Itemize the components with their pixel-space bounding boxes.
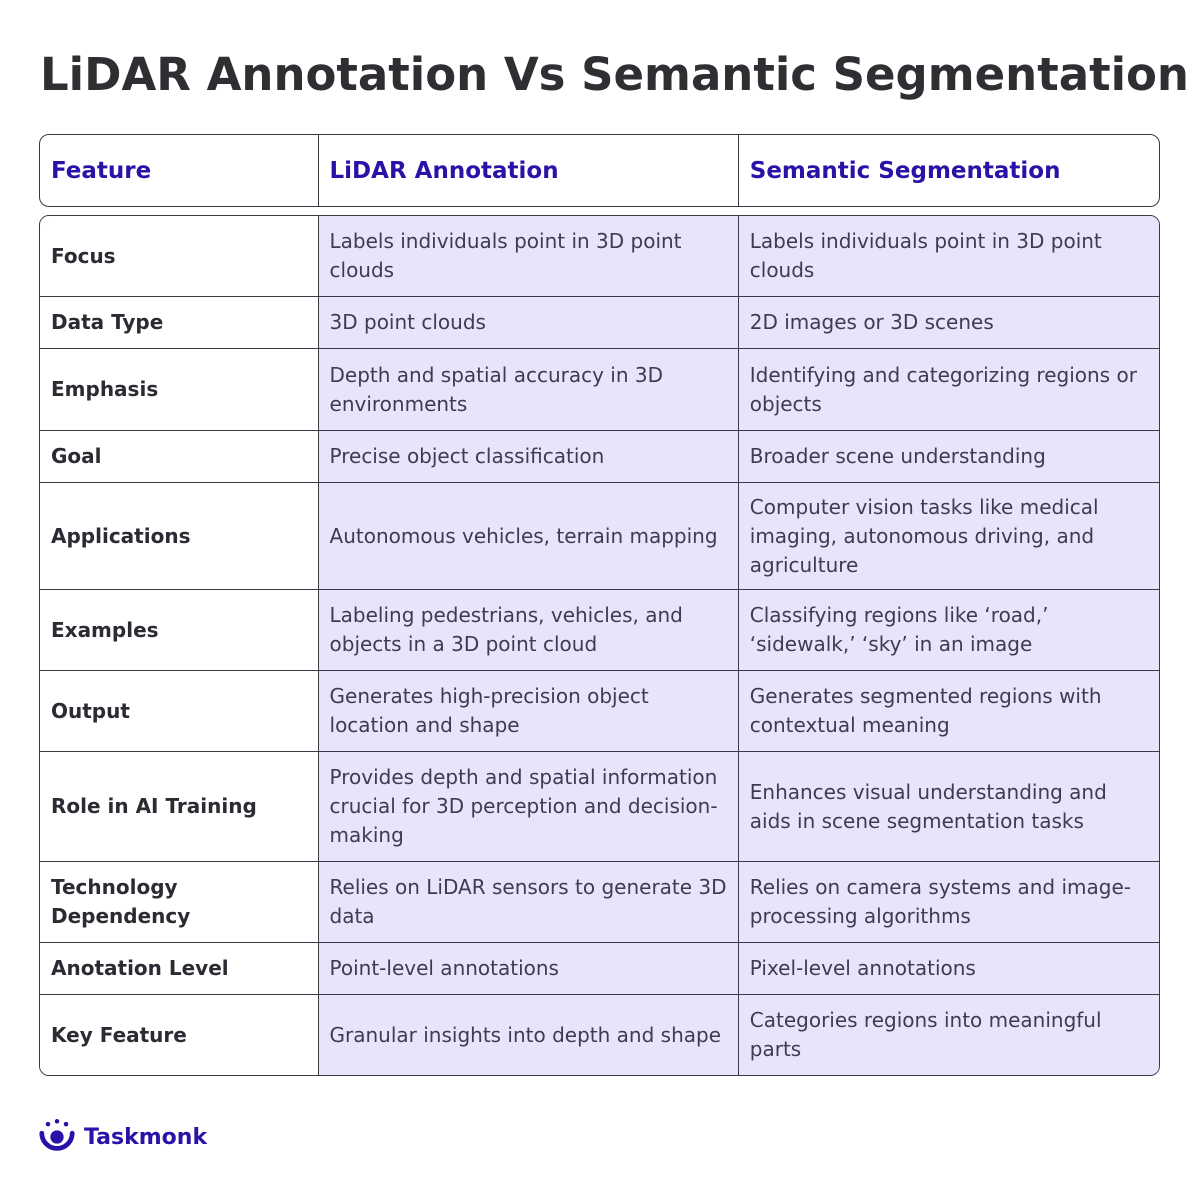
table-row: Applications Autonomous vehicles, terrai…: [40, 483, 1159, 590]
table-row: Data Type 3D point clouds 2D images or 3…: [40, 297, 1159, 349]
lidar-cell: Autonomous vehicles, terrain mapping: [317, 483, 738, 589]
feature-cell: Focus: [40, 216, 318, 296]
semantic-cell: Enhances visual understanding and aids i…: [737, 752, 1159, 861]
brand-name: Taskmonk: [84, 1124, 208, 1150]
feature-cell: Technology Dependency: [40, 862, 318, 942]
lidar-cell: Depth and spatial accuracy in 3D environ…: [317, 349, 738, 430]
feature-cell: Output: [40, 671, 318, 751]
semantic-cell: Identifying and categorizing regions or …: [737, 349, 1159, 430]
table-row: Anotation Level Point-level annotations …: [40, 943, 1159, 995]
header-feature: Feature: [51, 157, 152, 184]
brand-logo: Taskmonk: [38, 1118, 207, 1156]
feature-cell: Applications: [40, 483, 318, 589]
semantic-cell: Relies on camera systems and image-proce…: [737, 862, 1159, 942]
lidar-cell: Point-level annotations: [317, 943, 738, 994]
feature-cell: Role in AI Training: [40, 752, 318, 861]
lidar-cell: Provides depth and spatial information c…: [317, 752, 738, 861]
semantic-cell: Labels individuals point in 3D point clo…: [737, 216, 1159, 296]
lidar-cell: 3D point clouds: [317, 297, 738, 348]
feature-cell: Emphasis: [40, 349, 318, 430]
lidar-cell: Labels individuals point in 3D point clo…: [317, 216, 738, 296]
feature-cell: Anotation Level: [40, 943, 318, 994]
table-row: Output Generates high-precision object l…: [40, 671, 1159, 752]
feature-cell: Goal: [40, 431, 318, 482]
semantic-cell: Classifying regions like ‘road,’ ‘sidewa…: [737, 590, 1159, 670]
lidar-cell: Labeling pedestrians, vehicles, and obje…: [317, 590, 738, 670]
table-row: Role in AI Training Provides depth and s…: [40, 752, 1159, 862]
table-header: Feature LiDAR Annotation Semantic Segmen…: [39, 134, 1160, 207]
semantic-cell: Generates segmented regions with context…: [737, 671, 1159, 751]
semantic-cell: Broader scene understanding: [737, 431, 1159, 482]
lidar-cell: Generates high-precision object location…: [317, 671, 738, 751]
feature-cell: Data Type: [40, 297, 318, 348]
feature-cell: Examples: [40, 590, 318, 670]
table-row: Examples Labeling pedestrians, vehicles,…: [40, 590, 1159, 671]
table-row: Goal Precise object classification Broad…: [40, 431, 1159, 483]
feature-cell: Key Feature: [40, 995, 318, 1075]
table-row: Technology Dependency Relies on LiDAR se…: [40, 862, 1159, 943]
lidar-cell: Precise object classification: [317, 431, 738, 482]
table-row: Key Feature Granular insights into depth…: [40, 995, 1159, 1075]
header-semantic-segmentation: Semantic Segmentation: [737, 135, 1159, 206]
lidar-cell: Relies on LiDAR sensors to generate 3D d…: [317, 862, 738, 942]
semantic-cell: Categories regions into meaningful parts: [737, 995, 1159, 1075]
lidar-cell: Granular insights into depth and shape: [317, 995, 738, 1075]
header-lidar-annotation: LiDAR Annotation: [317, 135, 738, 206]
semantic-cell: Computer vision tasks like medical imagi…: [737, 483, 1159, 589]
table-row: Emphasis Depth and spatial accuracy in 3…: [40, 349, 1159, 431]
page-title: LiDAR Annotation Vs Semantic Segmentatio…: [40, 48, 1189, 101]
comparison-table: Focus Labels individuals point in 3D poi…: [39, 215, 1160, 1076]
taskmonk-logo-icon: [39, 1119, 75, 1151]
table-row: Focus Labels individuals point in 3D poi…: [40, 216, 1159, 297]
semantic-cell: Pixel-level annotations: [737, 943, 1159, 994]
semantic-cell: 2D images or 3D scenes: [737, 297, 1159, 348]
